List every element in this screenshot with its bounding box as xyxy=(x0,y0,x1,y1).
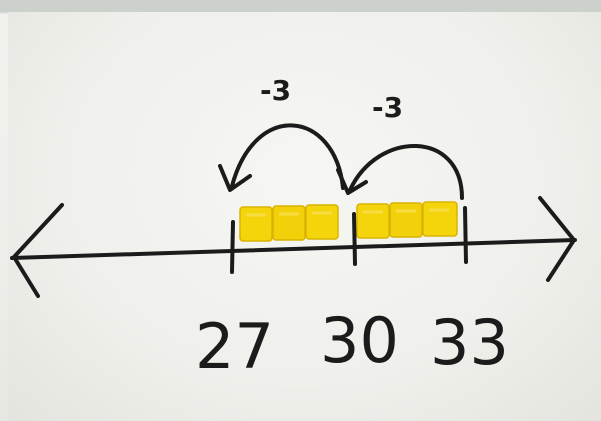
cube-group-left xyxy=(239,204,339,242)
jump-label-right: -3 xyxy=(372,91,403,124)
cube xyxy=(272,205,306,241)
tick-27 xyxy=(230,220,235,274)
cube xyxy=(422,201,458,237)
tick-label-33: 33 xyxy=(430,306,509,379)
number-line xyxy=(10,238,577,260)
cube xyxy=(389,202,423,238)
left-arrow-icon xyxy=(12,203,64,298)
right-arrow-icon xyxy=(538,196,576,282)
cube xyxy=(305,204,339,240)
jump-label-left: -3 xyxy=(260,74,291,107)
tick-33 xyxy=(463,206,468,264)
tick-label-30: 30 xyxy=(320,304,399,377)
jump-arrow-left-icon xyxy=(218,164,252,192)
cube xyxy=(239,206,273,242)
cube xyxy=(356,203,390,239)
cube-group-right xyxy=(356,201,458,239)
tick-30 xyxy=(352,212,357,266)
jump-arc-left xyxy=(230,123,345,190)
tick-label-27: 27 xyxy=(195,310,274,383)
jump-arrow-right-icon xyxy=(336,168,368,195)
jump-arc-right xyxy=(348,144,464,200)
